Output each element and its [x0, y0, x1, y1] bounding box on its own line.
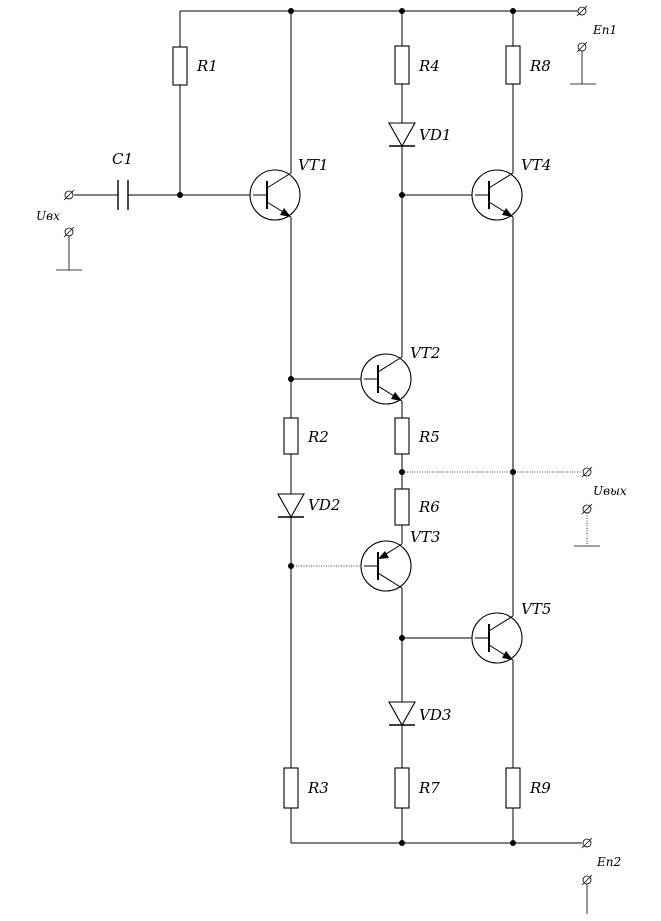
terminal-ep1-bottom — [570, 41, 596, 85]
label-r5: R5 — [418, 428, 440, 446]
label-r1: R1 — [196, 57, 218, 75]
terminal-ep2-top — [581, 837, 593, 849]
resistor-r1 — [172, 46, 188, 86]
resistor-r5 — [394, 417, 410, 455]
resistor-r4 — [394, 45, 410, 85]
terminal-output-top — [581, 466, 593, 478]
transistor-vt2 — [360, 353, 412, 405]
terminal-output-bottom — [574, 503, 600, 547]
label-u-in: Uвх — [36, 209, 60, 223]
resistor-r9 — [505, 767, 521, 809]
wires — [74, 10, 582, 844]
label-r7: R7 — [418, 779, 440, 797]
terminal-ep2-bottom — [581, 874, 593, 914]
resistor-r8 — [505, 45, 521, 85]
junction-nodes — [177, 8, 516, 846]
diode-vd3 — [388, 701, 416, 727]
resistor-r7 — [394, 767, 410, 809]
label-vt1: VT1 — [298, 156, 328, 174]
resistor-r6 — [394, 488, 410, 526]
label-vt2: VT2 — [410, 344, 440, 362]
resistors — [172, 45, 521, 809]
label-r3: R3 — [307, 779, 329, 797]
label-vd2: VD2 — [308, 496, 340, 514]
transistor-vt1 — [249, 169, 301, 221]
label-u-out: Uвых — [593, 484, 627, 498]
label-vd1: VD1 — [419, 126, 451, 144]
component-labels: R1 R4 R8 C1 VD1 VT1 VT4 VT2 R2 R5 R6 VD2… — [36, 23, 627, 869]
label-r8: R8 — [529, 57, 551, 75]
label-e-p1: Eп1 — [592, 23, 617, 37]
resistor-r3 — [283, 767, 299, 809]
label-r4: R4 — [418, 57, 440, 75]
diode-vd1 — [388, 122, 416, 148]
resistor-r2 — [283, 417, 299, 455]
terminal-ep1-top — [576, 5, 588, 17]
label-r6: R6 — [418, 498, 440, 516]
terminal-input-bottom — [56, 226, 82, 271]
transistor-vt3 — [360, 540, 412, 592]
terminal-input-top — [63, 189, 75, 201]
label-vt3: VT3 — [410, 528, 440, 546]
label-vt5: VT5 — [521, 600, 551, 618]
label-vt4: VT4 — [521, 156, 551, 174]
label-vd3: VD3 — [419, 706, 451, 724]
label-r2: R2 — [307, 428, 329, 446]
transistor-vt5 — [471, 612, 523, 664]
diode-vd2 — [277, 493, 305, 519]
capacitor-c1 — [117, 180, 129, 210]
terminals — [56, 5, 600, 914]
label-e-p2: Eп2 — [596, 855, 621, 869]
label-r9: R9 — [529, 779, 551, 797]
transistor-vt4 — [471, 169, 523, 221]
label-c1: C1 — [112, 150, 133, 168]
